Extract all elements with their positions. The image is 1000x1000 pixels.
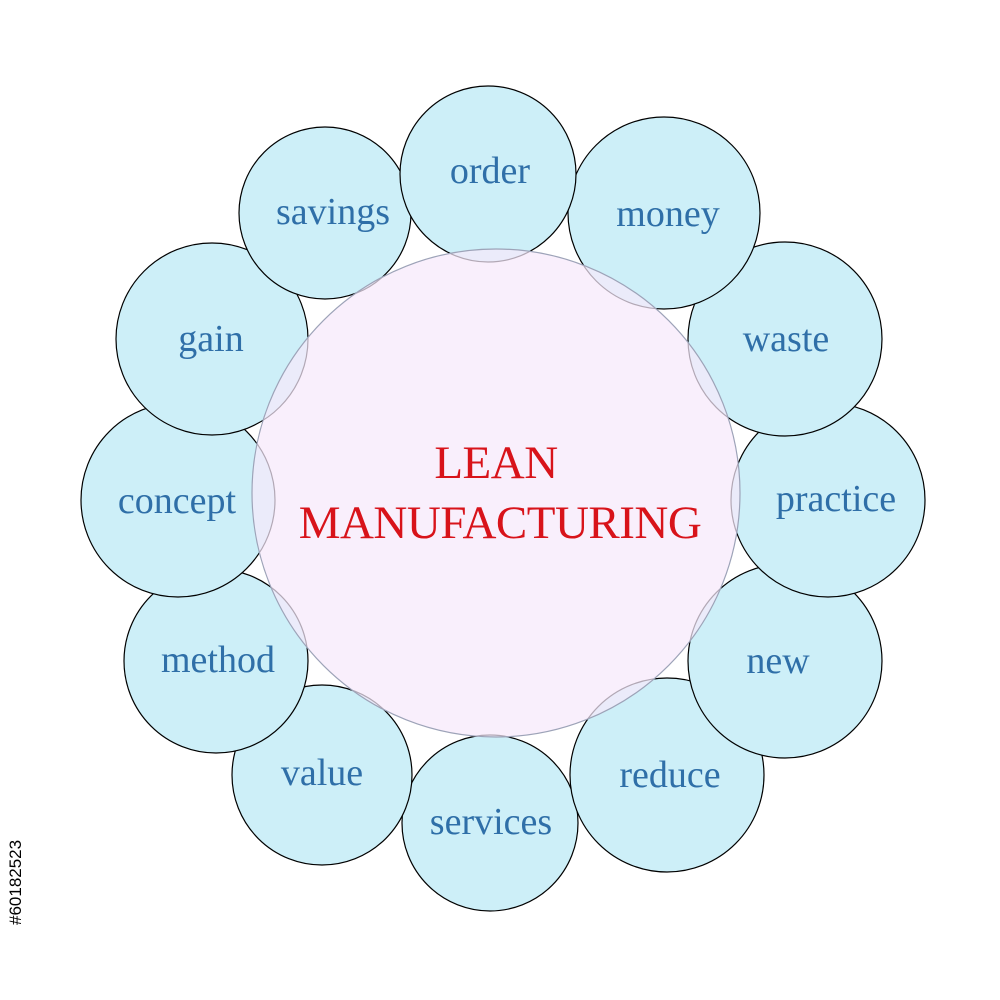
outer-label-savings: savings [276,191,390,233]
outer-label-method: method [161,639,275,681]
outer-label-value: value [281,752,363,794]
outer-label-reduce: reduce [619,754,720,796]
outer-label-gain: gain [178,318,243,360]
outer-label-waste: waste [743,318,830,360]
outer-circles [80,85,926,912]
stock-id-text: #60182523 [6,839,25,926]
center-title-line1: LEAN [434,437,557,489]
outer-label-new: new [746,640,810,682]
outer-circle-waste [687,241,883,437]
outer-label-services: services [430,801,552,843]
outer-label-practice: practice [776,478,896,520]
center-title-line2: MANUFACTURING [299,497,702,549]
outer-labels: order money waste practice new reduce services… [118,150,896,843]
outer-label-money: money [616,193,719,235]
outer-label-order: order [450,150,531,192]
center-circle [251,248,741,738]
outer-circle-money [567,116,761,310]
outer-label-concept: concept [118,480,237,522]
